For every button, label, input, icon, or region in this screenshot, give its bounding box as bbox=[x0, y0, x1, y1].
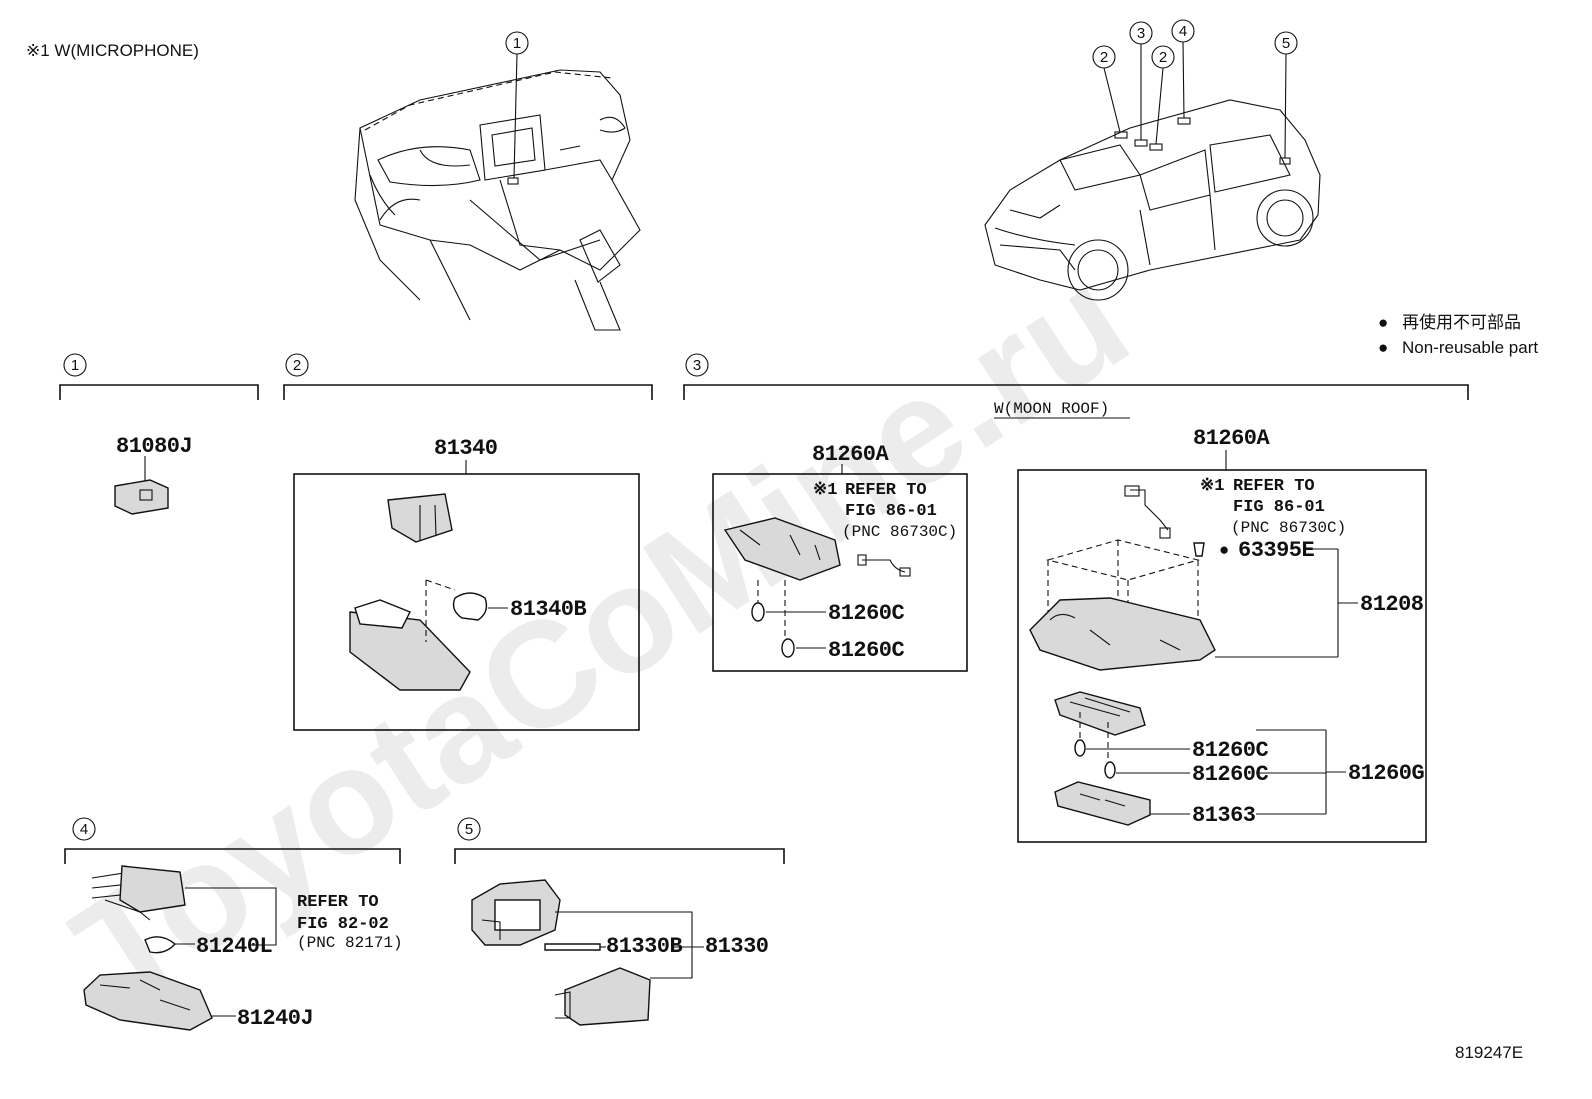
part-label: 81240J bbox=[237, 1006, 313, 1031]
svg-text:(PNC 86730C): (PNC 86730C) bbox=[842, 523, 957, 541]
svg-text:1: 1 bbox=[513, 35, 521, 52]
group-3: 3 W(MOON ROOF) 81260A ※1 REFER TO FIG 86… bbox=[683, 353, 1469, 843]
legend-label-en: Non-reusable part bbox=[1402, 338, 1538, 357]
part-label: 81260G bbox=[1348, 761, 1425, 786]
microphone-note: ※1 W(MICROPHONE) bbox=[26, 41, 199, 60]
part-label: 81363 bbox=[1192, 803, 1256, 828]
part-label: 81240L bbox=[196, 934, 273, 959]
moon-roof-condition: W(MOON ROOF) bbox=[994, 400, 1109, 418]
svg-text:FIG 82-02: FIG 82-02 bbox=[297, 915, 389, 934]
part-label: 81260A bbox=[1193, 426, 1271, 451]
car-illustration bbox=[984, 99, 1321, 301]
svg-text:3: 3 bbox=[693, 357, 701, 374]
svg-text:(PNC 82171): (PNC 82171) bbox=[297, 934, 403, 952]
part-label: 81330 bbox=[705, 934, 769, 959]
svg-text:(PNC 86730C): (PNC 86730C) bbox=[1231, 519, 1346, 537]
svg-text:※1: ※1 bbox=[813, 481, 837, 500]
svg-text:3: 3 bbox=[1137, 25, 1145, 42]
svg-text:FIG 86-01: FIG 86-01 bbox=[1233, 498, 1325, 517]
part-label: 81260C bbox=[828, 601, 905, 626]
svg-text:2: 2 bbox=[1100, 49, 1108, 66]
part-label: 81330B bbox=[606, 934, 683, 959]
legend: ● 再使用不可部品 ● Non-reusable part bbox=[1378, 312, 1538, 357]
part-label: 81208 bbox=[1360, 592, 1424, 617]
svg-text:1: 1 bbox=[71, 357, 79, 374]
part-label: 81340B bbox=[510, 597, 587, 622]
car-callouts: 2 3 2 4 5 bbox=[1092, 19, 1298, 159]
part-label: 81340 bbox=[434, 436, 498, 461]
svg-text:4: 4 bbox=[1179, 23, 1187, 40]
legend-marker: ● bbox=[1378, 313, 1388, 332]
svg-text:2: 2 bbox=[1159, 49, 1167, 66]
part-label: 63395E bbox=[1238, 538, 1315, 563]
part-label: 81080J bbox=[116, 434, 192, 459]
svg-text:FIG 86-01: FIG 86-01 bbox=[845, 502, 937, 521]
part-label: 81260C bbox=[1192, 738, 1269, 763]
svg-text:5: 5 bbox=[1282, 35, 1290, 52]
group-5: 5 81330B 81330 bbox=[454, 817, 785, 1026]
dashboard-illustration bbox=[354, 69, 641, 331]
group-4: 4 REFER TO FIG 82-02 (PNC 82171) 81240L … bbox=[64, 817, 403, 1031]
svg-text:REFER TO: REFER TO bbox=[297, 893, 379, 912]
svg-text:※1: ※1 bbox=[1200, 477, 1224, 496]
svg-text:REFER TO: REFER TO bbox=[845, 481, 927, 500]
legend-label-jp: 再使用不可部品 bbox=[1402, 312, 1521, 332]
dash-callout-1: 1 bbox=[505, 31, 529, 179]
part-label: 81260C bbox=[1192, 762, 1269, 787]
group-1: 1 81080J bbox=[59, 353, 259, 515]
group-2: 2 81340 81340B bbox=[283, 353, 653, 731]
legend-marker: ● bbox=[1378, 338, 1388, 357]
svg-text:5: 5 bbox=[465, 821, 473, 838]
svg-text:4: 4 bbox=[80, 821, 88, 838]
non-reusable-marker: ● bbox=[1219, 542, 1229, 561]
drawing-id: 819247E bbox=[1455, 1043, 1523, 1062]
svg-text:2: 2 bbox=[293, 357, 301, 374]
svg-text:REFER TO: REFER TO bbox=[1233, 477, 1315, 496]
part-label: 81260A bbox=[812, 442, 890, 467]
watermark: ToyotaCoMine.ru bbox=[46, 235, 1156, 1037]
part-label: 81260C bbox=[828, 638, 905, 663]
